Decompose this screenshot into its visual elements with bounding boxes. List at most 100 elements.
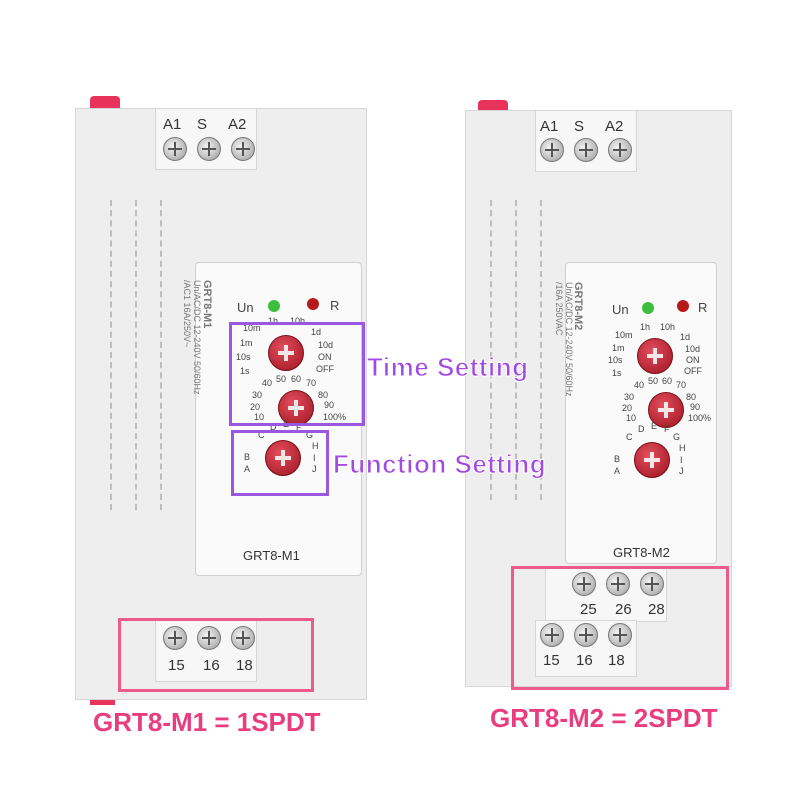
time-label: OFF — [684, 366, 702, 376]
screw-icon — [197, 626, 221, 650]
screw-icon — [231, 626, 255, 650]
time-label: 1m — [612, 343, 625, 353]
percent-label: 70 — [306, 378, 317, 388]
time-label: 1s — [612, 368, 622, 378]
terminal-label-s: S — [197, 116, 208, 133]
right-side-markings — [490, 200, 492, 500]
percent-label: 60 — [662, 376, 673, 386]
function-label: H — [312, 441, 319, 451]
function-label: G — [306, 430, 314, 440]
function-label: J — [679, 466, 684, 476]
left-caption: GRT8-M1 = 1SPDT — [93, 707, 321, 737]
percent-label: 10 — [254, 412, 265, 422]
function-knob[interactable] — [265, 440, 301, 476]
terminal-label-25: 25 — [580, 601, 597, 618]
terminal-label-18: 18 — [608, 652, 625, 669]
percent-label: 70 — [676, 380, 687, 390]
time-percent-knob[interactable] — [278, 390, 314, 426]
right-top-terminals — [540, 138, 632, 162]
function-setting-label: Function Setting — [332, 449, 547, 480]
red-led-icon — [307, 298, 319, 310]
left-spec-vertical: Un/AC/DC 12-240V 50/60Hz — [192, 280, 202, 395]
left-top-terminals — [163, 137, 255, 161]
screw-icon — [640, 572, 664, 596]
left-side-markings — [135, 200, 137, 510]
right-side-markings — [540, 200, 542, 500]
left-model-vertical: GRT8-M1 — [201, 280, 213, 329]
percent-label: 40 — [634, 380, 645, 390]
terminal-label-a1: A1 — [163, 116, 182, 133]
function-label: B — [614, 454, 621, 464]
percent-label: 10 — [626, 413, 637, 423]
screw-icon — [540, 623, 564, 647]
function-label: A — [244, 464, 251, 474]
right-led-label-r: R — [698, 300, 708, 315]
percent-label: 100% — [323, 412, 347, 422]
right-caption: GRT8-M2 = 2SPDT — [490, 703, 718, 733]
left-terminal-highlight-box — [118, 618, 314, 692]
time-label: 1s — [240, 366, 250, 376]
time-percent-knob[interactable] — [648, 392, 684, 428]
left-bottom-terminals — [163, 626, 255, 650]
terminal-label-16: 16 — [203, 657, 220, 674]
time-label: 10d — [318, 340, 334, 350]
left-spec-vertical-2: /AC1 16A/250V~ — [182, 280, 192, 348]
time-label: 10h — [290, 316, 306, 326]
time-label: 1d — [311, 327, 322, 337]
time-label: 1h — [640, 322, 651, 332]
right-front-model-label: GRT8-M2 — [613, 545, 670, 560]
time-range-knob[interactable] — [268, 335, 304, 371]
time-label: 1h — [268, 316, 279, 326]
terminal-label-28: 28 — [648, 601, 665, 618]
time-label: ON — [686, 355, 700, 365]
terminal-label-15: 15 — [543, 652, 560, 669]
function-label: J — [312, 464, 317, 474]
percent-label: 50 — [276, 374, 287, 384]
time-label: ON — [318, 352, 332, 362]
screw-icon — [540, 138, 564, 162]
function-label: I — [680, 455, 683, 465]
percent-label: 20 — [250, 402, 261, 412]
function-label: B — [244, 452, 251, 462]
time-setting-label: Time Setting — [367, 352, 529, 383]
time-label: 10s — [236, 352, 251, 362]
left-led-label-r: R — [330, 298, 340, 313]
percent-label: 80 — [318, 390, 329, 400]
screw-icon — [231, 137, 255, 161]
function-label: E — [651, 421, 658, 431]
left-side-markings — [110, 200, 112, 510]
screw-icon — [197, 137, 221, 161]
percent-label: 90 — [324, 400, 335, 410]
time-label: 1m — [240, 338, 253, 348]
right-mid-terminals — [572, 572, 664, 596]
time-label: 1d — [680, 332, 691, 342]
left-front-panel — [195, 262, 362, 576]
percent-label: 40 — [262, 378, 273, 388]
function-label: D — [270, 422, 277, 432]
screw-icon — [163, 137, 187, 161]
function-knob[interactable] — [634, 442, 670, 478]
right-front-panel — [565, 262, 717, 564]
terminal-label-15: 15 — [168, 657, 185, 674]
terminal-label-18: 18 — [236, 657, 253, 674]
time-range-knob[interactable] — [637, 338, 673, 374]
terminal-label-a2: A2 — [228, 116, 247, 133]
function-label: F — [664, 424, 670, 434]
right-side-markings — [515, 200, 517, 500]
red-led-icon — [677, 300, 689, 312]
percent-label: 30 — [252, 390, 263, 400]
percent-label: 60 — [291, 374, 302, 384]
terminal-label-26: 26 — [615, 601, 632, 618]
screw-icon — [574, 138, 598, 162]
left-front-model-label: GRT8-M1 — [243, 548, 300, 563]
screw-icon — [608, 623, 632, 647]
screw-icon — [606, 572, 630, 596]
function-label: I — [313, 453, 316, 463]
right-led-label-un: Un — [612, 302, 629, 317]
time-label: 10d — [685, 344, 701, 354]
green-led-icon — [642, 302, 654, 314]
green-led-icon — [268, 300, 280, 312]
right-bottom-terminals — [540, 623, 632, 647]
function-label: C — [258, 430, 265, 440]
time-label: 10s — [608, 355, 623, 365]
